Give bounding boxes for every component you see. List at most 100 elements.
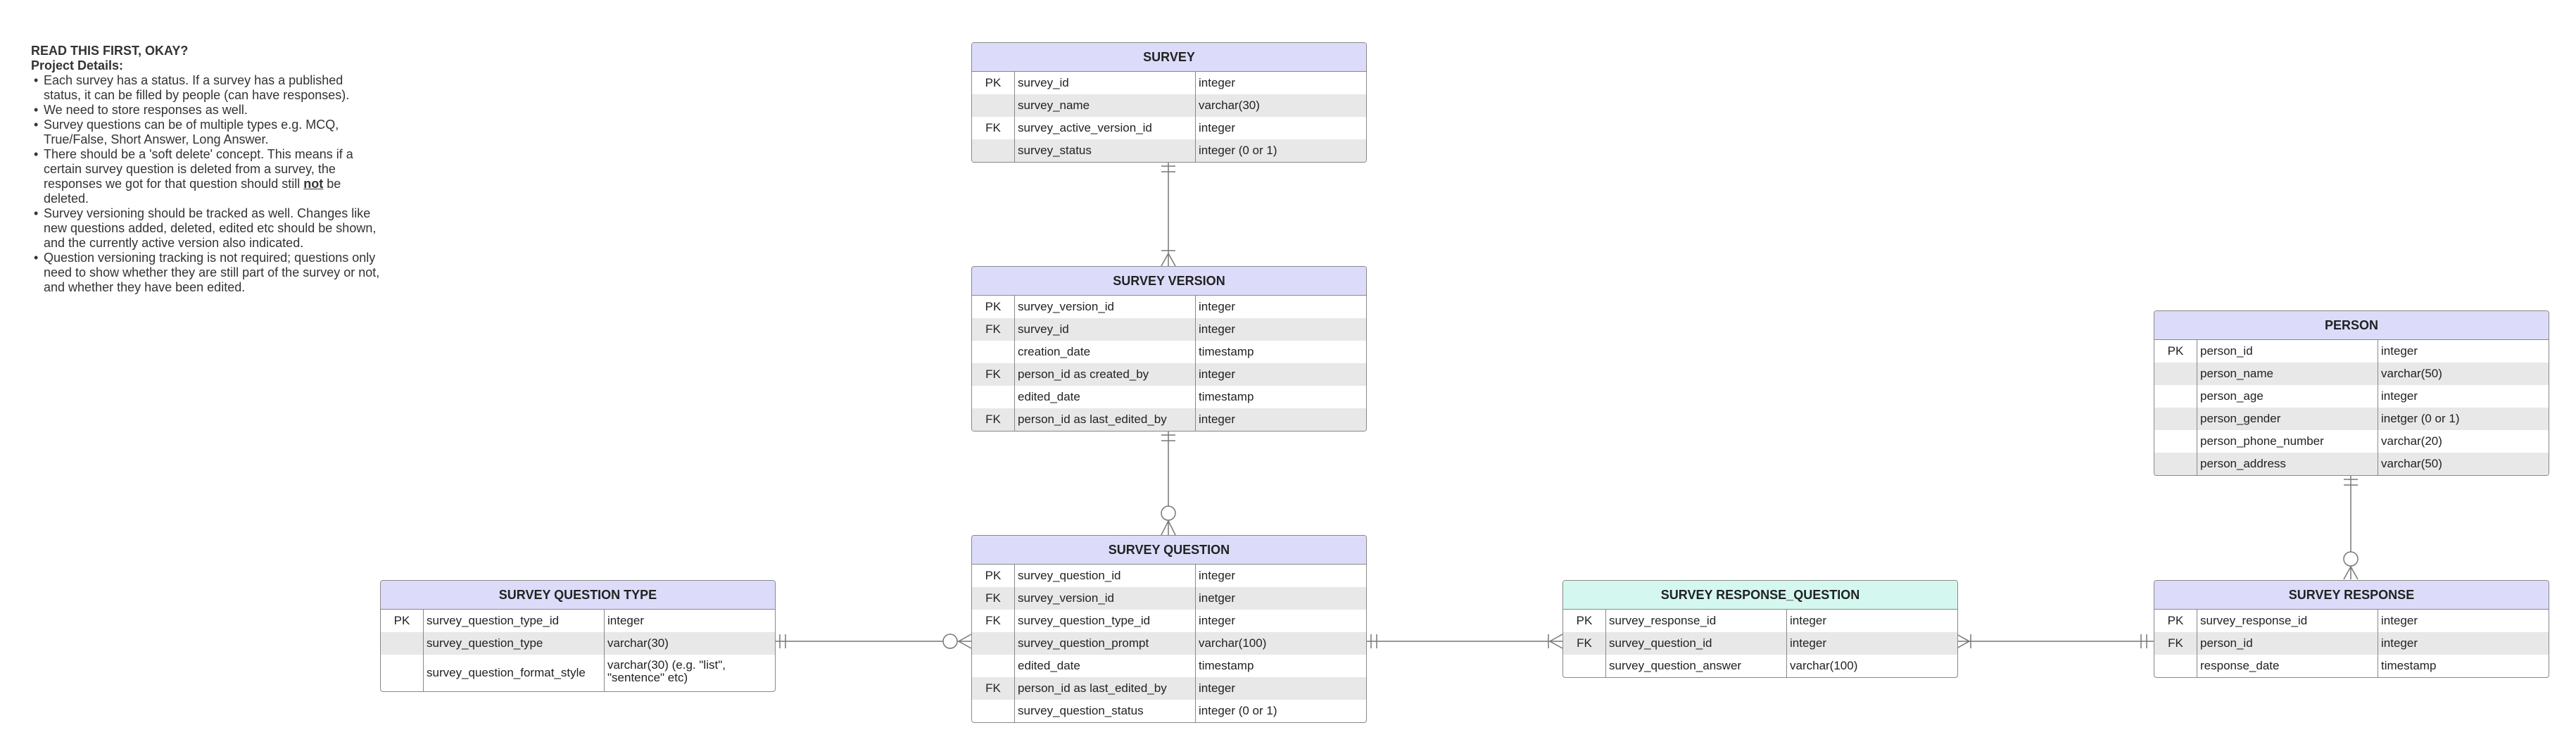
key-cell: PK [972,565,1015,587]
key-cell [2154,385,2197,408]
notes-item-text: There should be a 'soft delete' concept.… [44,147,353,191]
notes-item: There should be a 'soft delete' concept.… [31,147,383,206]
notes-subheading: Project Details: [31,58,124,73]
field-type: varchar(20) [2381,434,2442,448]
field-name: survey_question_format_style [424,655,605,691]
notes-item-emphasis: not [303,177,324,191]
field-type: inetger (0 or 1) [2381,412,2460,425]
key-cell: FK [972,677,1015,700]
field-name: survey_version_id [1015,587,1196,610]
key-cell [972,632,1015,655]
field-name: survey_question_type_id [1015,610,1196,632]
field-type: integer [2381,636,2418,650]
rel-person-response [2343,474,2359,580]
field-name: person_id [2197,340,2378,363]
field-name: survey_question_id [1015,565,1196,587]
key-cell: PK [2154,340,2197,363]
notes-item: Each survey has a status. If a survey ha… [31,73,383,103]
field-type: varchar(30) [1199,99,1260,112]
field-type: varchar(100) [1790,659,1858,672]
field-name: survey_response_id [2197,610,2378,632]
field-type: integer [1790,614,1826,627]
table-title: SURVEY QUESTION TYPE [381,581,775,610]
key-cell: FK [972,587,1015,610]
table-title: SURVEY QUESTION [972,536,1366,565]
field-name: person_name [2197,363,2378,385]
field-name: person_age [2197,385,2378,408]
field-name: survey_question_status [1015,700,1196,722]
field-name: survey_question_id [1606,632,1787,655]
field-type: integer [1199,322,1235,336]
key-cell: PK [972,72,1015,94]
field-name: person_gender [2197,408,2378,430]
field-type: timestamp [1199,345,1254,358]
rel-survey-version [1161,160,1176,267]
key-cell: FK [972,408,1015,431]
table-title: PERSON [2154,311,2549,340]
field-name: survey_question_prompt [1015,632,1196,655]
notes-item: Survey versioning should be tracked as w… [31,206,383,251]
key-cell [972,94,1015,117]
field-type: integer [1199,121,1235,134]
field-name: survey_id [1015,72,1196,94]
notes-item: Survey questions can be of multiple type… [31,118,383,147]
rel-response-question-response [1956,634,2154,649]
field-type: integer [1199,413,1235,426]
field-type: integer [1199,300,1235,313]
table-title: SURVEY VERSION [972,267,1366,296]
rel-type-question [774,634,972,649]
field-name: person_phone_number [2197,430,2378,453]
field-name: survey_question_type [424,632,605,655]
key-cell [2154,363,2197,385]
notes-list: Each survey has a status. If a survey ha… [31,73,383,295]
rel-question-response-question [1365,634,1563,649]
rel-version-question [1161,429,1176,536]
key-cell [1563,655,1606,677]
project-notes: READ THIS FIRST, OKAY? Project Details: … [31,44,383,295]
key-cell [972,341,1015,363]
field-name: person_id as last_edited_by [1015,408,1196,431]
key-cell: FK [972,117,1015,139]
field-type: varchar(50) [2381,457,2442,470]
field-type: integer [607,614,644,627]
key-cell: FK [972,610,1015,632]
field-type: varchar(100) [1199,636,1267,650]
field-name: survey_version_id [1015,296,1196,318]
field-type: integer [1199,614,1235,627]
table-title: SURVEY [972,43,1366,72]
field-name: person_address [2197,453,2378,475]
field-name: survey_id [1015,318,1196,341]
notes-item-tail: be deleted. [44,177,341,206]
field-name: survey_status [1015,139,1196,162]
field-type: timestamp [1199,390,1254,403]
table-title: SURVEY RESPONSE [2154,581,2549,610]
field-type: integer [2381,389,2418,403]
field-type: timestamp [2381,659,2437,672]
key-cell: FK [972,363,1015,386]
notes-item: We need to store responses as well. [31,103,383,118]
field-name: creation_date [1015,341,1196,363]
key-cell [2154,430,2197,453]
key-cell: FK [2154,632,2197,655]
